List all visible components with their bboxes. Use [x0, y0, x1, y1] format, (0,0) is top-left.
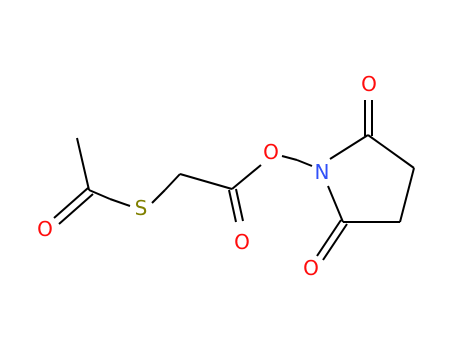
bond-c-s-black — [88, 189, 111, 200]
atom-o-thioester: O — [37, 217, 53, 241]
atom-o-ester: O — [263, 140, 279, 164]
atom-o-imide-top: O — [361, 72, 377, 96]
bond-thioester-co-double-a — [53, 187, 89, 219]
atom-n: N — [315, 160, 330, 184]
bond-o-n-red — [281, 155, 298, 161]
bond-ring-top — [367, 134, 415, 169]
bond-bottom-co-double-b — [322, 223, 348, 261]
bond-bottom-co-double-a — [316, 219, 342, 257]
bond-s-ch2-black — [164, 173, 181, 191]
bond-s-ch2-colored — [151, 189, 166, 204]
bond-methyl-carbonyl — [76, 137, 90, 191]
bonds — [53, 100, 415, 261]
atom-o-imide-bottom: O — [303, 256, 319, 280]
bond-thioester-co-double-b — [58, 193, 94, 225]
bond-ester-c-o — [231, 164, 262, 190]
atom-labels: O S O O N O O — [37, 72, 377, 280]
bond-ring-right — [399, 167, 415, 223]
bond-n-c-top — [329, 134, 369, 160]
bond-n-c-bottom — [327, 185, 344, 223]
bond-ester-co-double-a — [228, 189, 237, 223]
bond-ester-co-double-b — [235, 188, 244, 222]
bond-ch2-carbonyl — [179, 173, 233, 190]
atom-o-ester-carbonyl: O — [234, 230, 250, 254]
bond-o-n-blue — [296, 159, 313, 167]
bond-c-s-colored — [109, 198, 131, 207]
atom-s: S — [135, 196, 148, 220]
